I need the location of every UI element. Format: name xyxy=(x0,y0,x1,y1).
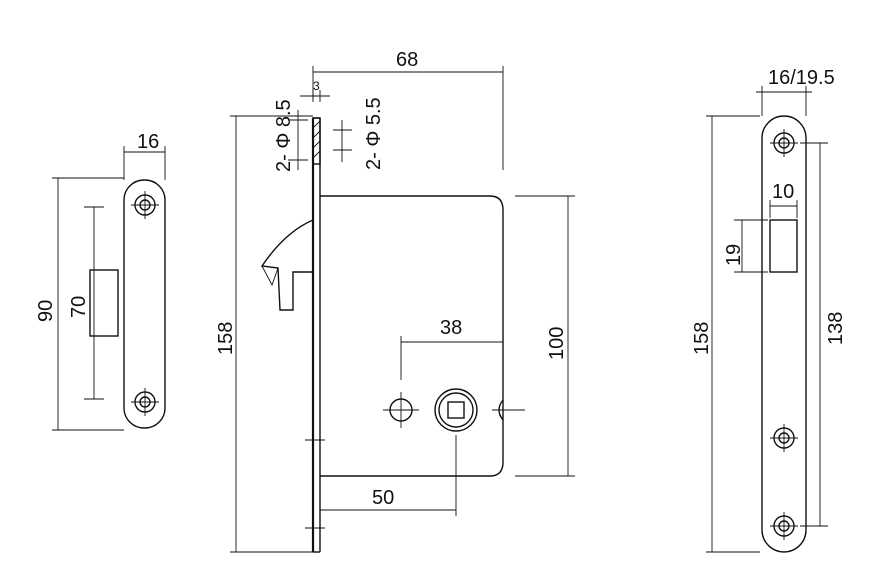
lock-body-view: 68 3 2- Φ 8.5 2- Φ 5.5 158 100 38 xyxy=(215,49,575,553)
faceplate-screw-hole-top xyxy=(770,129,798,157)
faceplate-screw-hole-middle xyxy=(770,424,798,452)
strike-plate-outline xyxy=(123,179,166,429)
strike-height-dim: 90 xyxy=(35,300,57,322)
center-distance-dim: 38 xyxy=(440,317,462,339)
faceplate-slot-height-dim: 19 xyxy=(723,244,745,266)
strike-width-dim: 16 xyxy=(137,131,159,153)
backset-dim: 68 xyxy=(396,49,418,71)
faceplate-hole-distance-dim: 138 xyxy=(825,312,847,345)
strike-plate-view: 16 90 70 xyxy=(35,131,166,431)
screw-hole-dim-1: 2- Φ 8.5 xyxy=(273,99,295,172)
case-height-dim: 100 xyxy=(546,327,568,360)
spindle-hole xyxy=(434,388,478,432)
strike-screw-hole-top xyxy=(131,191,159,219)
faceplate-view: 16/19.5 10 19 158 138 xyxy=(691,67,847,553)
spindle-backset-dim: 50 xyxy=(372,487,394,509)
lock-case-outline xyxy=(320,195,504,477)
strike-slot-height-dim: 70 xyxy=(68,296,90,318)
screw-hole-dim-2: 2- Φ 5.5 xyxy=(363,97,385,170)
faceplate-thickness-dim: 3 xyxy=(313,79,320,93)
cylinder-hole xyxy=(383,392,419,428)
faceplate-width-dim: 16/19.5 xyxy=(768,67,835,89)
faceplate-slot-width-dim: 10 xyxy=(772,181,794,203)
strike-latch-slot xyxy=(89,269,119,337)
faceplate-outline xyxy=(761,115,807,553)
faceplate-total-height-dim: 158 xyxy=(691,322,713,355)
faceplate-bolt-slot xyxy=(769,219,798,273)
lock-total-height-dim: 158 xyxy=(215,322,237,355)
faceplate-screw-hole-bottom xyxy=(770,512,798,540)
strike-screw-hole-bottom xyxy=(131,388,159,416)
hook-bolt xyxy=(260,219,314,311)
faceplate-section-hatch xyxy=(312,117,321,165)
